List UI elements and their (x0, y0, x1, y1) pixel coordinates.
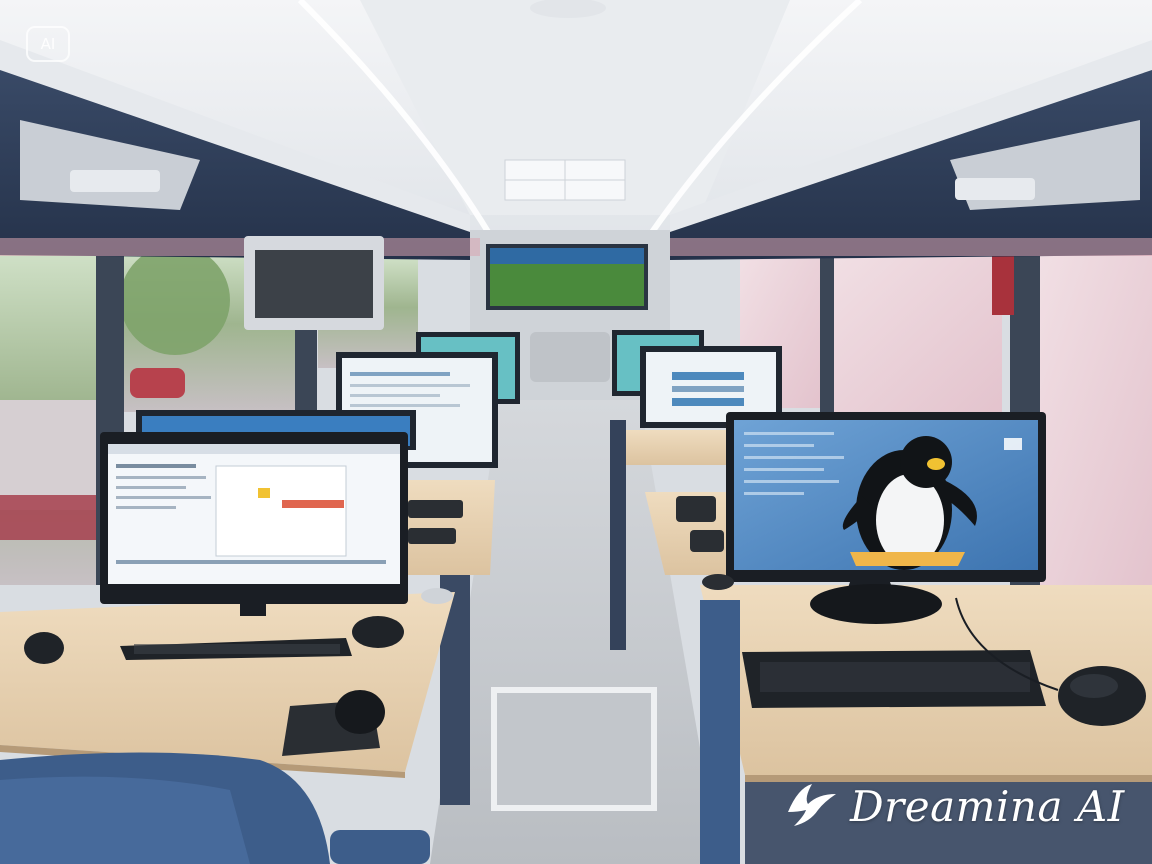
curtain (992, 255, 1014, 315)
window-right-middle (832, 255, 1002, 415)
cable-grommet (421, 588, 453, 604)
mouse-left-edge (24, 632, 64, 664)
watermark: Dreamina AI (784, 776, 1125, 836)
mouse-on-pad (335, 690, 385, 734)
watermark-text: Dreamina AI (850, 781, 1125, 831)
seat-right-front (700, 600, 740, 864)
back-seat (530, 332, 610, 382)
ceiling-light (530, 0, 606, 18)
mouse-left (352, 616, 404, 648)
light-strip-left (297, 0, 493, 237)
ai-badge: AI (26, 26, 70, 62)
street-car (130, 368, 185, 398)
window-right-front (1040, 255, 1152, 595)
light-strip-right (647, 0, 863, 237)
ceiling-monitor-screen (255, 250, 373, 318)
desk-phone (676, 496, 716, 522)
penguin-mascot-icon (842, 436, 977, 570)
desk-right-far (622, 430, 730, 465)
monitor-stand-right (810, 584, 942, 624)
ceiling-center-panel (360, 0, 790, 215)
floor-hatch (491, 687, 657, 811)
desk-left-mid (400, 480, 495, 575)
bird-icon (788, 784, 836, 826)
